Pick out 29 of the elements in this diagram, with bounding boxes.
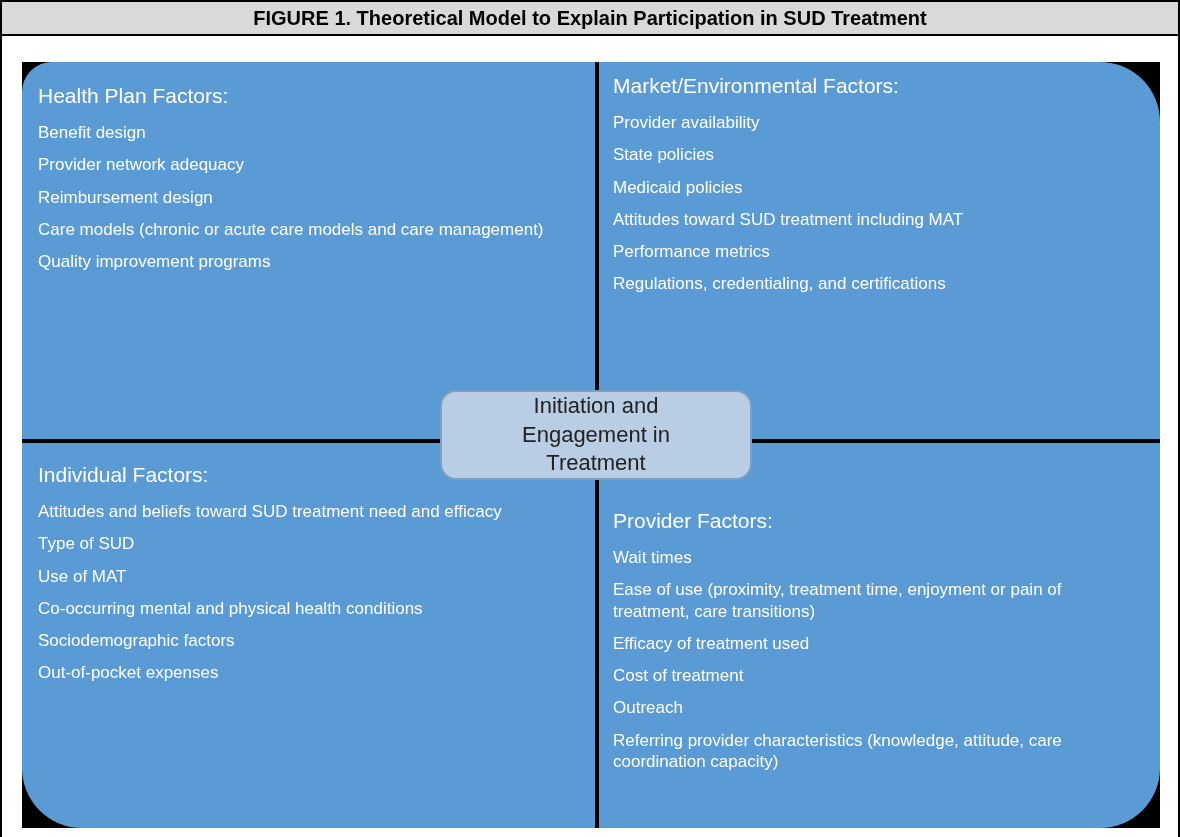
factor-item: Efficacy of treatment used	[613, 632, 811, 654]
factor-item: Co-occurring mental and physical health conditions	[38, 597, 424, 619]
factor-item: Care models (chronic or acute care models and care management)	[38, 218, 545, 240]
factor-item: Regulations, credentialing, and certifications	[613, 273, 947, 295]
factor-item: Quality improvement programs	[38, 251, 272, 273]
panel-heading: Individual Factors:	[38, 463, 210, 487]
factor-item: Use of MAT	[38, 565, 128, 587]
panel-heading: Health Plan Factors:	[38, 84, 230, 108]
factor-item: Medicaid policies	[613, 176, 744, 198]
factor-item: Cost of treatment	[613, 665, 745, 687]
panel-heading: Provider Factors:	[613, 509, 774, 533]
factor-item: Reimbursement design	[38, 186, 214, 208]
panel-heading: Market/Environmental Factors:	[613, 74, 900, 98]
factor-item: Attitudes toward SUD treatment including MAT	[613, 208, 965, 230]
factor-item: Wait times	[613, 547, 693, 569]
factor-item: Sociodemographic factors	[38, 630, 236, 652]
factor-item: Benefit design	[38, 122, 147, 144]
factor-item: Provider network adequacy	[38, 154, 245, 176]
factor-item: Referring provider characteristics (knowledge, attitude, care coordination capacity)	[613, 729, 1063, 772]
factor-item: Attitudes and beliefs toward SUD treatment need and efficacy	[38, 501, 503, 523]
factor-item: Outreach	[613, 697, 684, 719]
center-box: Initiation and Engagement in Treatment	[440, 390, 752, 480]
factor-item: Type of SUD	[38, 533, 136, 555]
factor-item: Ease of use (proximity, treatment time, enjoyment or pain of treatment, care transitions)	[613, 579, 1063, 622]
factor-item: State policies	[613, 144, 716, 166]
factor-item: Performance metrics	[613, 241, 771, 263]
factor-item: Provider availability	[613, 112, 761, 134]
figure-title: FIGURE 1. Theoretical Model to Explain Participation in SUD Treatment	[2, 2, 1178, 36]
factor-item: Out-of-pocket expenses	[38, 662, 220, 684]
